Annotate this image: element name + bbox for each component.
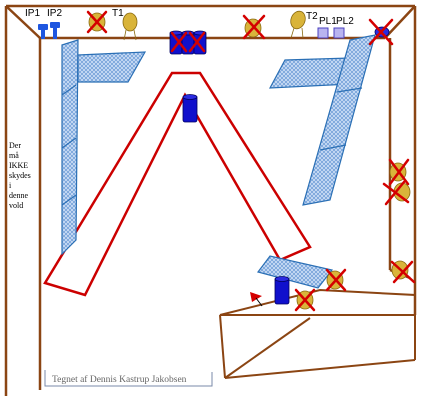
panel-right-diagonal: [302, 34, 376, 206]
label-pl1: PL1: [319, 16, 337, 27]
credit-caption: Tegnet af Dennis Kastrup Jakobsen: [44, 370, 213, 387]
mesh-panels: [61, 34, 376, 289]
panel-left-horizontal: [77, 51, 147, 83]
crossed-target-right-3: [390, 260, 416, 284]
label-ip1: IP1: [25, 8, 40, 19]
crossed-target-top-1: [86, 10, 108, 34]
label-t1: T1: [112, 8, 124, 19]
note-line: Der: [9, 141, 21, 150]
perimeter-walls: [4, 4, 417, 396]
panel-left-joint-1: [61, 84, 77, 96]
ip-targets: [38, 22, 60, 39]
credit-text: Tegnet af Dennis Kastrup Jakobsen: [52, 374, 187, 385]
shelter-outline: [219, 288, 416, 316]
shelter-left-side: [219, 314, 226, 379]
t-targets: [122, 10, 306, 41]
barrel-lower: [274, 276, 290, 305]
red-path: [43, 71, 312, 297]
t2-target-icon: [290, 10, 306, 39]
note-line: vold: [9, 201, 23, 210]
panel-left-joint-2: [61, 137, 77, 149]
panel-left-vertical: [61, 39, 79, 256]
note-line: skydes: [9, 171, 31, 180]
note-line: må: [9, 151, 19, 160]
note-line: IKKE: [9, 161, 28, 170]
lower-shelter: [219, 288, 416, 379]
ip2-target-icon: [50, 22, 60, 39]
crossed-target-top-right: [368, 18, 394, 46]
barrel-crosses: [170, 31, 206, 53]
label-ip2: IP2: [47, 8, 62, 19]
wall-right-diagonal: [384, 5, 416, 39]
note-line: denne: [9, 191, 29, 200]
barrel-cluster-top: [169, 30, 207, 55]
shelter-bottom: [224, 359, 416, 379]
target-labels: IP1 IP2 T1 T2 PL1 PL2: [25, 8, 354, 27]
wall-warning-note: Der må IKKE skydes i denne vold: [9, 141, 33, 210]
crossed-targets: [86, 10, 416, 312]
crossed-target-lower-1: [325, 268, 347, 292]
panel-lower: [256, 255, 334, 289]
crossed-target-lower-2: [294, 288, 316, 312]
pl2-target-icon: [333, 27, 345, 39]
barrel-center: [182, 94, 198, 123]
pl-targets: [317, 27, 345, 39]
shelter-diagonal: [224, 317, 311, 379]
ip1-target-icon: [38, 24, 48, 39]
note-line: i: [9, 181, 12, 190]
panel-right-joint-1: [336, 87, 363, 93]
panel-left-joint-3: [61, 194, 77, 206]
label-pl2: PL2: [336, 16, 354, 27]
crossed-target-top-2: [242, 14, 266, 40]
label-t2: T2: [306, 11, 318, 22]
crossed-target-right-2: [382, 180, 411, 206]
t1-target-icon: [122, 12, 138, 41]
crossed-target-right-1: [388, 158, 410, 186]
pl1-target-icon: [317, 27, 329, 39]
wall-left-diagonal: [5, 5, 41, 39]
panel-right-joint-2: [319, 144, 347, 151]
start-marker-icon: [250, 292, 263, 307]
